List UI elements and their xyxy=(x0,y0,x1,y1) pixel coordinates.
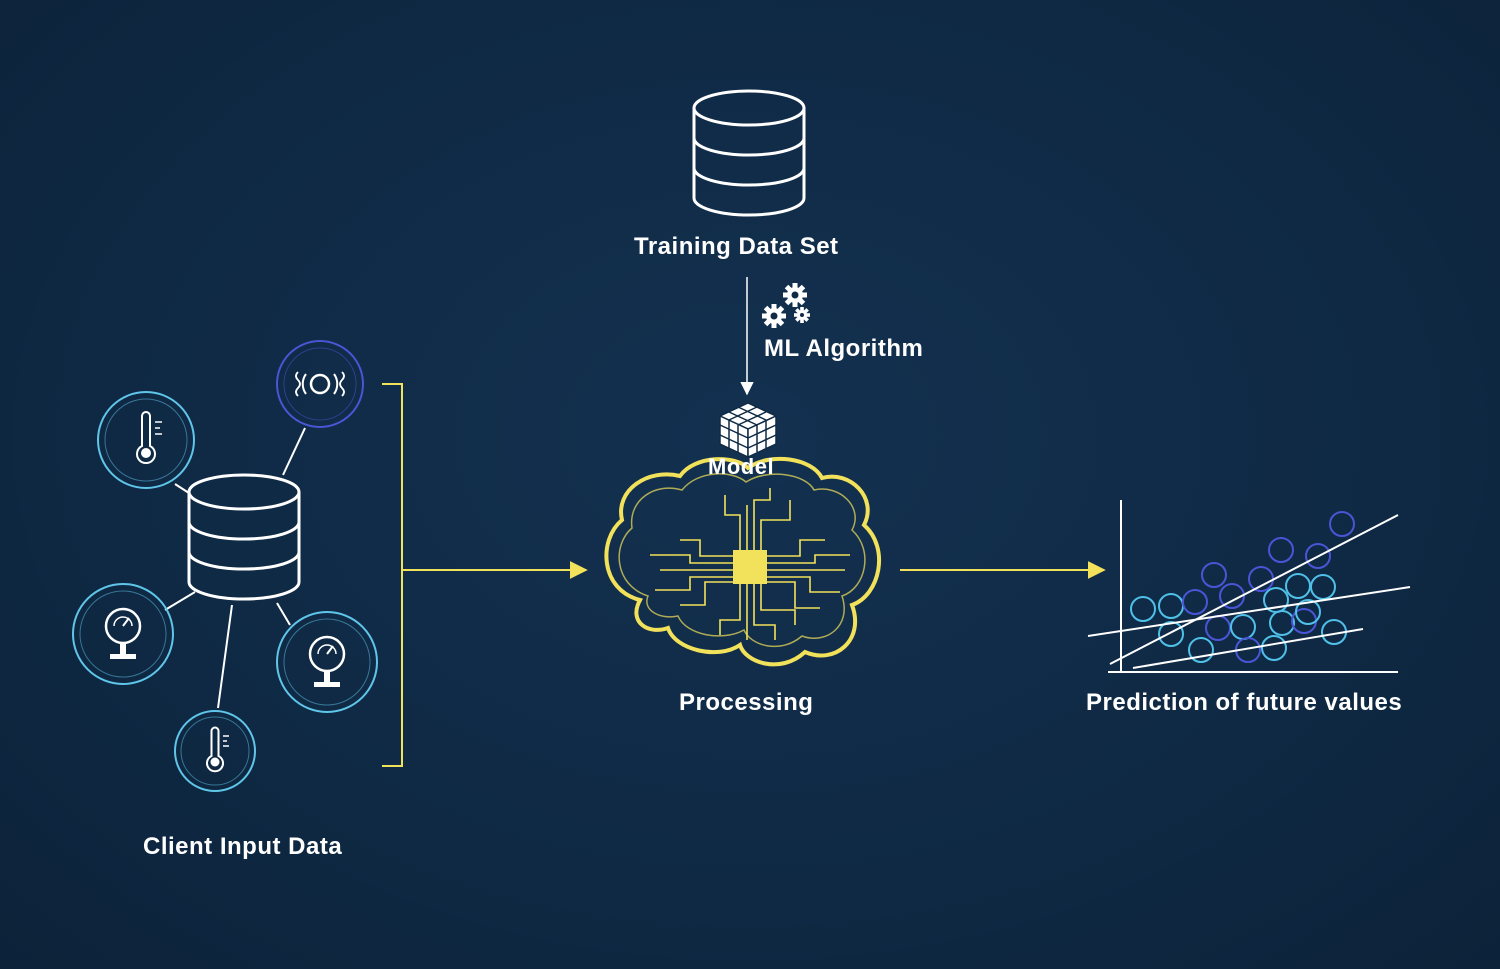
gears-icon xyxy=(762,283,810,328)
prediction-label: Prediction of future values xyxy=(1086,689,1403,716)
model-label: Model xyxy=(708,454,775,479)
cube-grid-icon xyxy=(718,402,778,459)
client-database-icon xyxy=(187,473,301,601)
ml-algorithm-label: ML Algorithm xyxy=(764,335,924,362)
client-input-data-label: Client Input Data xyxy=(143,833,343,860)
thermometer-icon xyxy=(97,391,195,489)
thermometer-icon xyxy=(174,710,256,792)
pressure-gauge-icon xyxy=(276,611,378,713)
processing-label: Processing xyxy=(679,689,814,716)
input-bracket xyxy=(382,383,403,767)
brain-circuit-icon xyxy=(604,456,881,667)
training-database-icon xyxy=(692,89,806,217)
scatter-regression-icon xyxy=(1087,500,1411,673)
sensor-connectors xyxy=(164,427,306,709)
training-data-set-label: Training Data Set xyxy=(634,233,839,260)
pressure-gauge-icon xyxy=(72,583,174,685)
vibration-sensor-icon xyxy=(276,340,364,428)
